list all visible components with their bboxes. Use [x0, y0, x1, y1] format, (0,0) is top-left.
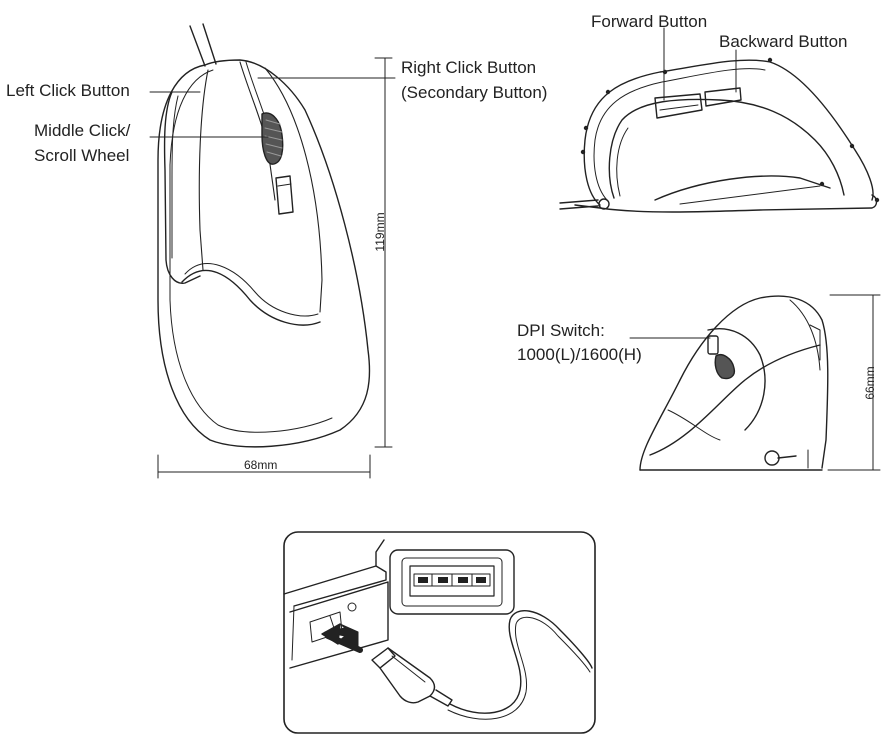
front-dimensions — [157, 57, 393, 479]
forward-button-label: Forward Button — [591, 12, 708, 31]
side-leaders — [663, 27, 737, 101]
front-height-dimension: 119mm — [373, 212, 387, 252]
dpi-values-label: 1000(L)/1600(H) — [517, 345, 642, 364]
usb-plug-icon — [371, 610, 593, 720]
usb-port-icon — [389, 549, 515, 615]
usb-panel-frame — [283, 531, 596, 734]
insert-arrow-icon — [321, 623, 363, 653]
dpi-switch-icon — [707, 335, 736, 380]
side-view-mouse — [559, 57, 880, 213]
computer-chassis — [283, 539, 389, 669]
scroll-wheel-icon — [261, 112, 284, 165]
dpi-button-front — [275, 175, 294, 215]
front-view-mouse — [157, 23, 371, 448]
back-view-mouse — [639, 295, 829, 471]
right-click-label: Right Click Button — [401, 58, 537, 77]
middle-click-label: Middle Click/ — [34, 121, 131, 140]
backward-button-label: Backward Button — [719, 32, 848, 51]
back-height-dimension: 66mm — [863, 366, 877, 400]
left-click-label: Left Click Button — [6, 81, 130, 100]
front-leaders — [149, 77, 396, 138]
side-buttons — [654, 87, 742, 119]
right-click-sublabel: (Secondary Button) — [401, 83, 548, 102]
dpi-switch-label: DPI Switch: — [517, 321, 605, 340]
back-dimensions — [827, 294, 881, 471]
scroll-wheel-label: Scroll Wheel — [34, 146, 130, 165]
front-width-dimension: 68mm — [244, 458, 278, 472]
